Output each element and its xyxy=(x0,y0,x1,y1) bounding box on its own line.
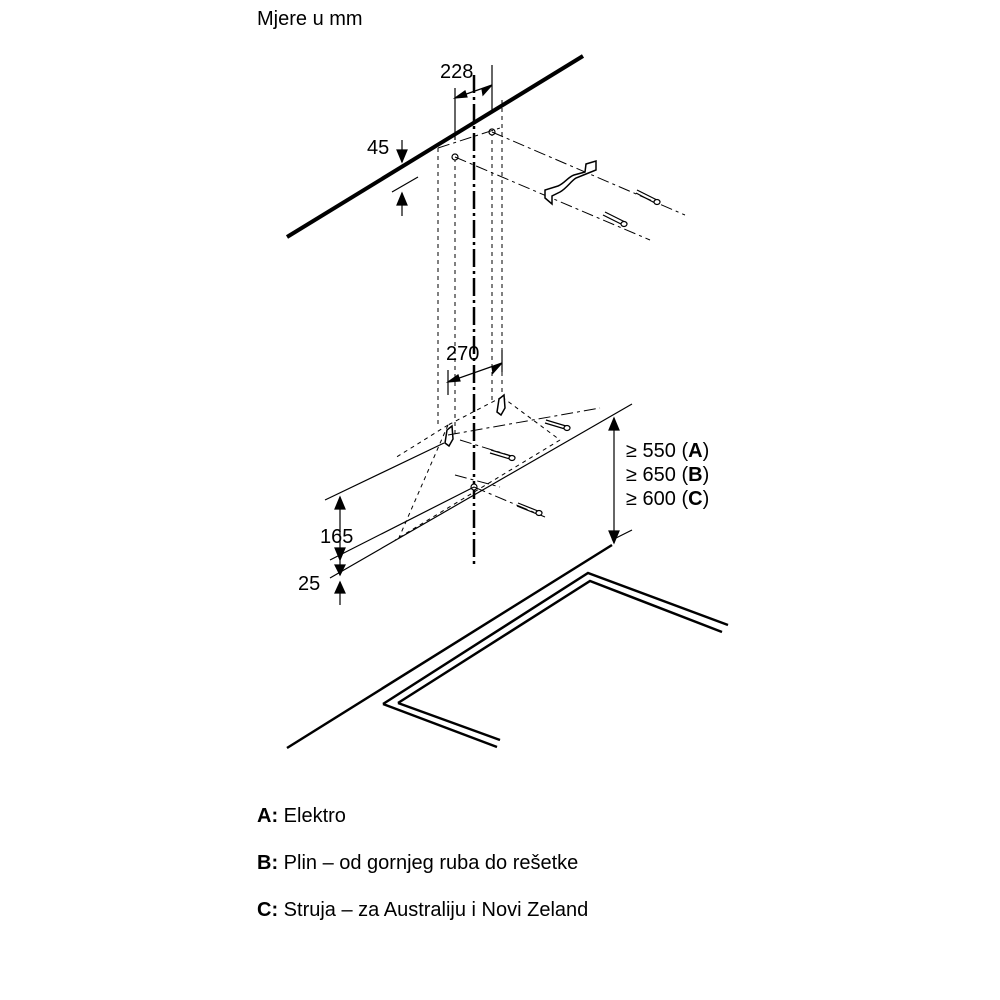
legend-a: A: Elektro xyxy=(257,804,346,828)
dim-25-lines xyxy=(334,560,346,605)
clearance-dimension-lines xyxy=(608,416,620,545)
legend-a-key: A: xyxy=(257,805,279,827)
cooktop xyxy=(382,571,729,749)
hood-outline xyxy=(394,396,561,541)
worktop-edge xyxy=(286,543,613,750)
ceiling-line xyxy=(285,54,585,239)
dim-25-label: 25 xyxy=(298,573,320,595)
dim-270-lines xyxy=(445,350,503,395)
top-hole-axes xyxy=(437,127,686,241)
lower-brackets xyxy=(444,393,506,448)
lower-axes xyxy=(447,407,601,518)
dim-45-label: 45 xyxy=(367,137,389,159)
legend-c-key: C: xyxy=(257,899,279,921)
clearance-b: ≥ 650 (B) xyxy=(626,464,709,486)
clearance-a: ≥ 550 (A) xyxy=(626,440,709,462)
top-bracket xyxy=(544,159,597,206)
legend-b: B: Plin – od gornjeg ruba do rešetke xyxy=(257,851,578,875)
dim-45-lines xyxy=(391,140,419,216)
legend-b-key: B: xyxy=(257,852,279,874)
dim-165-label: 165 xyxy=(320,526,353,548)
clearance-c: ≥ 600 (C) xyxy=(626,488,709,510)
dim-270-label: 270 xyxy=(446,343,479,365)
legend-a-text: Elektro xyxy=(278,805,346,827)
units-caption: Mjere u mm xyxy=(257,8,363,30)
dim-228-lines xyxy=(452,65,493,140)
dim-165-lines xyxy=(334,495,346,562)
legend-c-text: Struja – za Australiju i Novi Zeland xyxy=(278,899,589,921)
legend-b-text: Plin – od gornjeg ruba do rešetke xyxy=(278,852,579,874)
top-screws xyxy=(602,189,661,228)
lower-screws xyxy=(489,419,571,517)
lower-reference-lines xyxy=(324,403,633,579)
vertical-guides xyxy=(437,100,503,435)
legend-c: C: Struja – za Australiju i Novi Zeland xyxy=(257,898,588,922)
dim-228-label: 228 xyxy=(440,61,473,83)
